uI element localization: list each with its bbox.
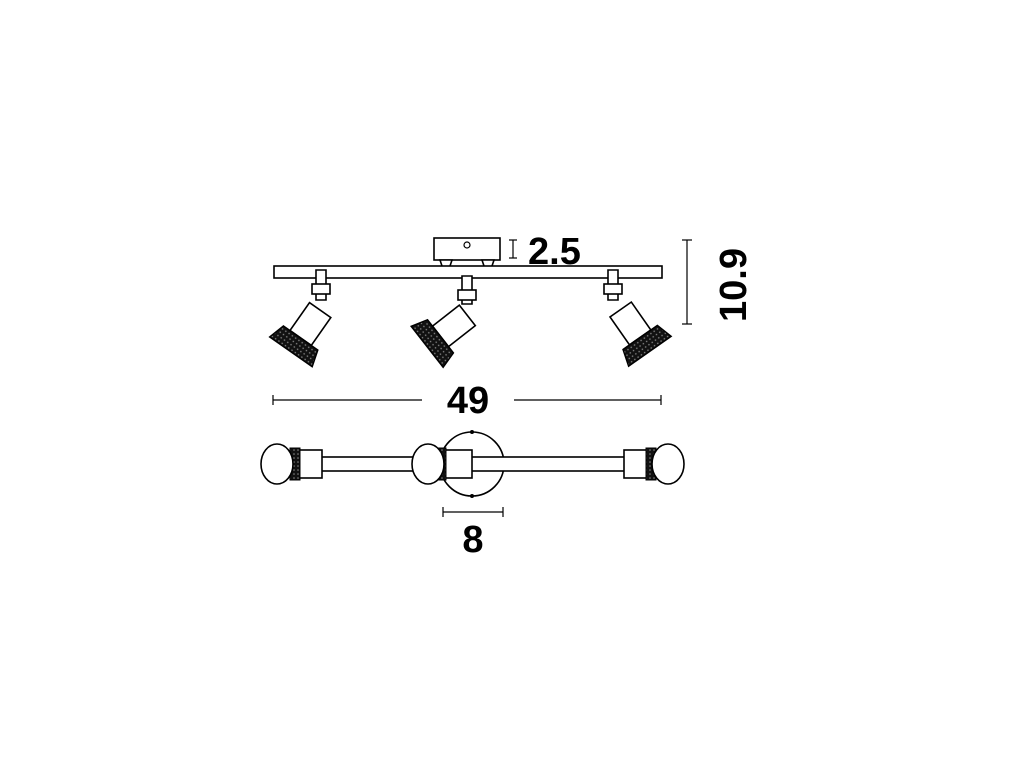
spot-reflector-top <box>260 443 294 485</box>
spotlight-left <box>268 269 332 368</box>
dimension-canopy-diameter: 8 <box>442 507 504 561</box>
spotlight-top-left <box>260 443 323 485</box>
dimension-total-width: 49 <box>272 380 662 422</box>
label-total-height: 10.9 <box>713 248 755 322</box>
spot-bulb <box>268 325 319 368</box>
spot-joint <box>311 283 331 295</box>
spotlight-right <box>603 269 673 368</box>
canopy-screw <box>463 241 471 249</box>
label-total-width: 49 <box>447 380 489 422</box>
spot-joint <box>457 289 477 301</box>
label-canopy-height: 2.5 <box>528 231 581 273</box>
spot-joint <box>603 283 623 295</box>
canopy-screw-top <box>470 430 474 434</box>
canopy-side <box>433 237 501 261</box>
mounting-bar-top <box>299 456 649 472</box>
canopy-screw-bottom <box>470 494 474 498</box>
spot-reflector-top <box>411 443 445 485</box>
spot-bulb <box>622 324 673 368</box>
label-canopy-diameter: 8 <box>462 519 483 561</box>
side-view: 2.5 10.9 49 <box>268 231 755 422</box>
spot-reflector-top <box>651 443 685 485</box>
spotlight-top-right <box>623 443 685 485</box>
spot-bulb <box>409 318 455 369</box>
dimension-canopy-height: 2.5 <box>509 231 581 273</box>
dimension-total-height: 10.9 <box>682 239 755 325</box>
spotlight-center <box>409 275 477 369</box>
top-view: 8 <box>260 430 685 561</box>
spot-body-top <box>443 449 473 479</box>
spotlight-top-center <box>411 443 473 485</box>
